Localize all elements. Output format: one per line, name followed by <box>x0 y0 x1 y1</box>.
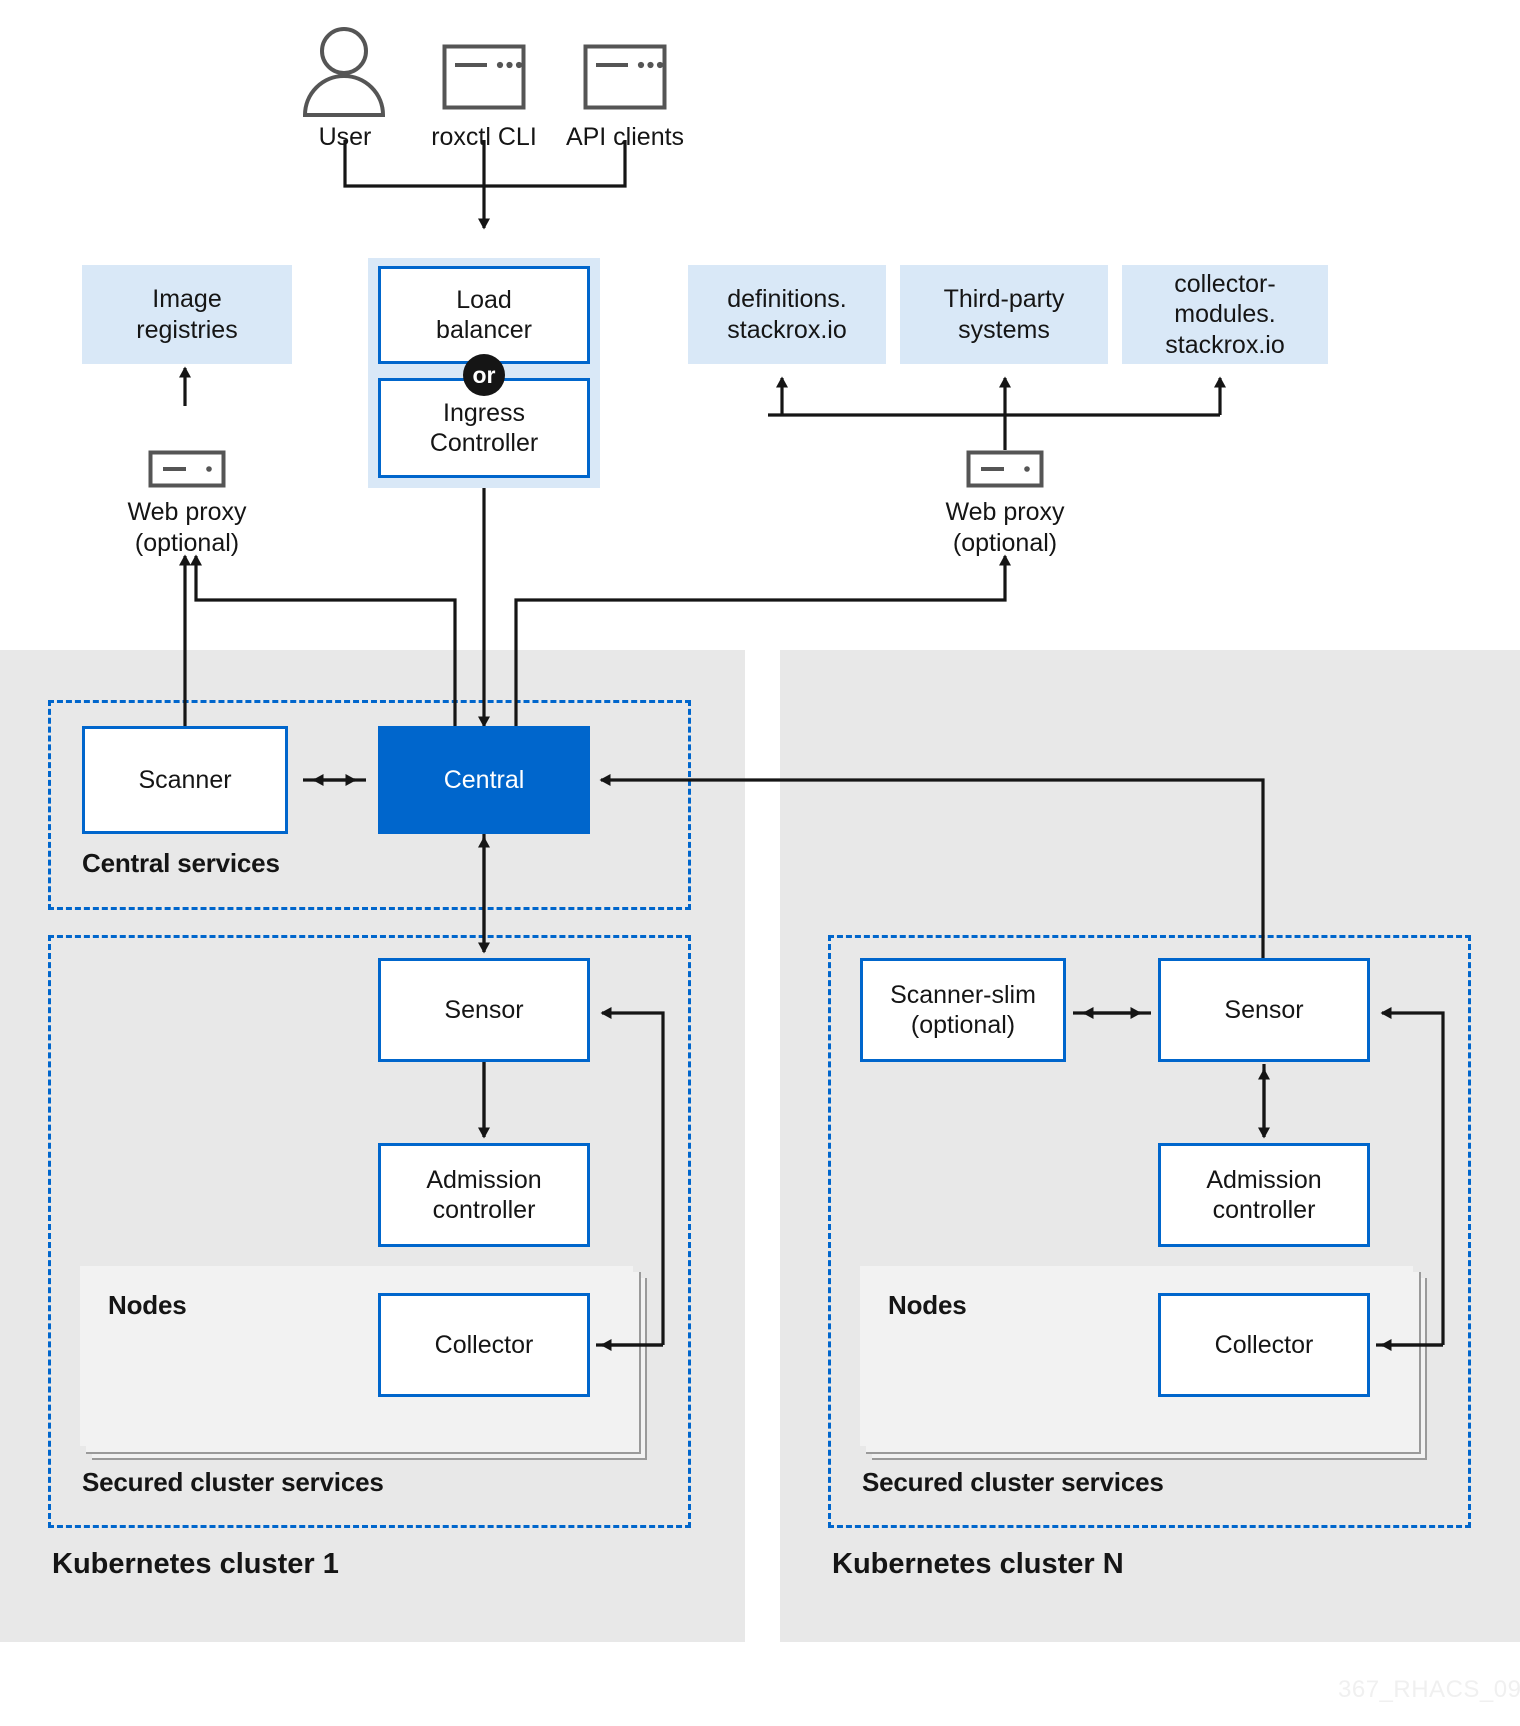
web-proxy-note-right: (optional) <box>952 528 1058 557</box>
terminal-window-icon-api <box>583 44 667 110</box>
definitions-stackrox-io-label: definitions. stackrox.io <box>727 285 847 344</box>
definitions-stackrox-io-box[interactable]: definitions. stackrox.io <box>688 265 886 364</box>
watermark: 367_RHACS_0923 <box>1338 1676 1520 1703</box>
cluster-1-sensor-label: Sensor <box>444 995 524 1024</box>
cluster-n-label: Kubernetes cluster N <box>832 1548 1124 1580</box>
scanner-box[interactable]: Scanner <box>82 726 288 834</box>
cluster-1-label: Kubernetes cluster 1 <box>52 1548 339 1580</box>
central-services-group-label: Central services <box>82 848 280 878</box>
cluster-1-sensor-box[interactable]: Sensor <box>378 958 590 1062</box>
web-proxy-icon-right <box>966 450 1044 488</box>
collector-modules-stackrox-io-label: collector- modules. stackrox.io <box>1165 269 1285 359</box>
client-label-roxctl-cli: roxctl CLI <box>431 123 537 151</box>
cluster-n-nodes-label: Nodes <box>888 1290 967 1320</box>
central-services-boundary <box>48 700 691 910</box>
cluster-n-scanner-slim-label: Scanner-slim (optional) <box>890 980 1036 1040</box>
terminal-window-icon-roxctl <box>442 44 526 110</box>
web-proxy-icon-left <box>148 450 226 488</box>
cluster-n-collector-box[interactable]: Collector <box>1158 1293 1370 1397</box>
cluster-n-background <box>780 650 1520 1642</box>
web-proxy-label-right: Web proxy (optional) <box>903 497 1107 558</box>
central-box[interactable]: Central <box>378 726 590 834</box>
image-registries-box[interactable]: Image registries <box>82 265 292 364</box>
third-party-systems-label: Third-party systems <box>943 285 1065 344</box>
web-proxy-label-left: Web proxy (optional) <box>85 497 289 558</box>
cluster-1-secured-group-label: Secured cluster services <box>82 1467 384 1497</box>
collector-modules-stackrox-io-box[interactable]: collector- modules. stackrox.io <box>1122 265 1328 364</box>
image-registries-label: Image registries <box>136 285 238 344</box>
scanner-label: Scanner <box>138 765 232 794</box>
web-proxy-note-left: (optional) <box>134 528 240 557</box>
ingress-controller-label: Ingress Controller <box>429 398 539 458</box>
cluster-n-scanner-slim-box[interactable]: Scanner-slim (optional) <box>860 958 1066 1062</box>
central-label: Central <box>443 765 525 794</box>
cluster-n-collector-label: Collector <box>1214 1330 1314 1359</box>
load-balancer-box[interactable]: Load balancer <box>378 266 590 364</box>
or-connector-badge: or <box>463 354 505 396</box>
cluster-1-secured-boundary <box>48 935 691 1528</box>
cluster-n-admission-controller-label: Admission controller <box>1206 1165 1322 1225</box>
cluster-1-admission-controller-label: Admission controller <box>426 1165 542 1225</box>
third-party-systems-box[interactable]: Third-party systems <box>900 265 1108 364</box>
cluster-1-collector-box[interactable]: Collector <box>378 1293 590 1397</box>
cluster-n-sensor-label: Sensor <box>1224 995 1304 1024</box>
cluster-n-secured-boundary <box>828 935 1471 1528</box>
cluster-1-collector-label: Collector <box>434 1330 534 1359</box>
user-icon <box>302 27 386 117</box>
load-balancer-label: Load balancer <box>436 285 532 345</box>
client-label-api-clients: API clients <box>565 123 685 151</box>
client-label-user: User <box>318 123 372 151</box>
cluster-n-admission-controller-box[interactable]: Admission controller <box>1158 1143 1370 1247</box>
cluster-n-sensor-box[interactable]: Sensor <box>1158 958 1370 1062</box>
cluster-n-secured-group-label: Secured cluster services <box>862 1467 1164 1497</box>
cluster-1-admission-controller-box[interactable]: Admission controller <box>378 1143 590 1247</box>
cluster-1-nodes-label: Nodes <box>108 1290 187 1320</box>
